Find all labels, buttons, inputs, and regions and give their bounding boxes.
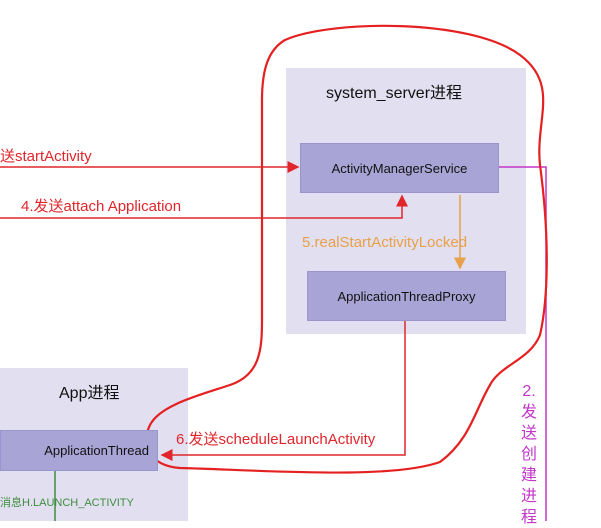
label-create-process-char: 2. [522, 383, 536, 400]
activity-manager-service-box: ActivityManagerService [300, 143, 499, 193]
label-create-process: 2. 发 送 创 建 进 程 [519, 381, 539, 528]
label-create-process-char: 创 [520, 446, 537, 463]
arrow-attach-application [0, 194, 408, 219]
label-create-process-char: 程 [520, 509, 537, 526]
arrow-schedule-launch [160, 321, 406, 461]
label-real-start-activity: 5.realStartActivityLocked [302, 234, 468, 251]
label-create-process-char: 建 [520, 467, 537, 484]
label-attach-application: 4.发送attach Application [21, 198, 182, 215]
label-start-activity: 送startActivity [0, 148, 92, 165]
label-schedule-launch-activity: 6.发送scheduleLaunchActivity [176, 431, 376, 448]
line-create-process [499, 166, 547, 521]
label-create-process-char: 发 [520, 404, 537, 421]
hand-drawn-outline [145, 24, 548, 474]
application-thread-proxy-box: ApplicationThreadProxy [307, 271, 506, 321]
label-create-process-char: 进 [520, 488, 537, 505]
app-process-title: App进程 [59, 385, 120, 402]
label-launch-message: 消息H.LAUNCH_ACTIVITY [0, 497, 134, 509]
application-thread-box: ApplicationThread [0, 430, 158, 471]
system-server-title: system_server进程 [326, 85, 463, 102]
label-create-process-char: 送 [520, 425, 537, 442]
